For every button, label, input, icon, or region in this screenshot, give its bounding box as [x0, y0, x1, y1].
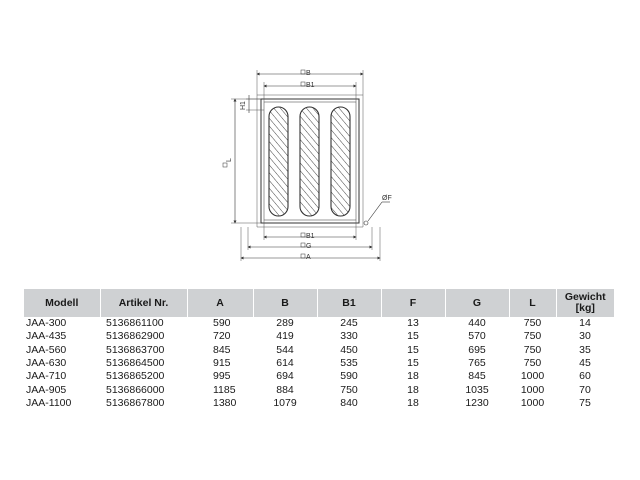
- cell-artikel-nr: 5136862900: [106, 330, 165, 343]
- header-b: B: [253, 289, 318, 317]
- label-b1-bottom: B1: [306, 233, 315, 240]
- label-a: A: [306, 254, 311, 261]
- cell-b: 419: [276, 330, 294, 343]
- dimension-b-top: B: [256, 69, 364, 95]
- table-row: JAA-905 5136866000 1185 884 750 18 1035 1000 70: [24, 383, 614, 396]
- grille-slots: [268, 106, 351, 217]
- dimension-a: A: [240, 227, 381, 261]
- header-l: L: [509, 289, 557, 317]
- cell-modell: JAA-630: [26, 357, 67, 370]
- cell-f: 15: [407, 330, 419, 343]
- cell-artikel-nr: 5136861100: [106, 317, 164, 330]
- table-row: JAA-300 5136861100 590 289 245 13 440 750 14: [24, 317, 614, 330]
- table-row: JAA-560 5136863700 845 544 450 15 695 750 35: [24, 344, 614, 357]
- cell-a: 915: [213, 357, 231, 370]
- cell-a: 1185: [213, 383, 236, 396]
- cell-b1: 840: [340, 396, 358, 409]
- cell-g: 765: [468, 357, 486, 370]
- cell-f: 18: [407, 370, 419, 383]
- header-a: A: [187, 289, 254, 317]
- cell-g: 440: [468, 317, 486, 330]
- cell-f: 18: [407, 383, 419, 396]
- label-b1-top: B1: [306, 82, 315, 89]
- header-f: F: [381, 289, 446, 317]
- cell-b: 289: [276, 317, 294, 330]
- dimension-h1: H1: [240, 95, 264, 113]
- table-header-row: Modell Artikel Nr. A B B1 F G L Gewicht …: [24, 289, 614, 317]
- header-modell: Modell: [24, 289, 101, 317]
- cell-g: 695: [468, 343, 486, 356]
- cell-g: 570: [468, 330, 486, 343]
- cell-b: 694: [276, 370, 294, 383]
- label-f: ØF: [382, 195, 392, 202]
- cell-gewicht: 70: [579, 383, 591, 396]
- cell-g: 1035: [465, 383, 489, 396]
- dimension-g: G: [247, 227, 373, 250]
- cell-a: 995: [213, 370, 231, 383]
- cell-gewicht: 30: [579, 330, 591, 343]
- dimension-l: L: [222, 98, 261, 224]
- label-g: G: [306, 243, 311, 250]
- cell-modell: JAA-435: [26, 330, 67, 343]
- cell-modell: JAA-1100: [26, 396, 72, 409]
- cell-l: 750: [523, 330, 542, 343]
- cell-g: 845: [468, 370, 486, 383]
- cell-artikel-nr: 5136865200: [106, 370, 165, 383]
- cell-f: 13: [407, 317, 419, 330]
- cell-f: 15: [407, 357, 419, 370]
- cell-artikel-nr: 5136863700: [106, 343, 165, 356]
- header-g: G: [445, 289, 510, 317]
- technical-drawing: B B1 H1 L ØF B1 G: [222, 69, 392, 261]
- table-row: JAA-435 5136862900 720 419 330 15 570 750 30: [24, 330, 614, 343]
- cell-b: 884: [276, 383, 294, 396]
- cell-l: 1000: [520, 383, 545, 396]
- cell-artikel-nr: 5136864500: [106, 357, 165, 370]
- header-b1: B1: [317, 289, 382, 317]
- cell-b1: 535: [340, 357, 358, 370]
- cell-gewicht: 14: [579, 317, 591, 330]
- dimension-b1-top: B1: [263, 81, 357, 102]
- dimension-f: ØF: [363, 195, 392, 226]
- cell-b1: 245: [340, 317, 358, 330]
- cell-artikel-nr: 5136867800: [106, 396, 165, 409]
- header-gewicht: Gewicht [kg]: [556, 289, 614, 317]
- table-row: JAA-630 5136864500 915 614 535 15 765 750 45: [24, 357, 614, 370]
- cell-f: 15: [407, 343, 419, 356]
- cell-g: 1230: [465, 396, 489, 409]
- cell-b1: 590: [340, 370, 358, 383]
- cell-modell: JAA-560: [26, 343, 67, 356]
- cell-modell: JAA-710: [26, 370, 67, 383]
- cell-f: 18: [407, 396, 419, 409]
- cell-b1: 330: [340, 330, 358, 343]
- cell-gewicht: 45: [579, 357, 591, 370]
- cell-a: 590: [213, 317, 231, 330]
- cell-l: 1000: [520, 370, 545, 383]
- cell-a: 1380: [213, 396, 237, 409]
- label-h1: H1: [240, 101, 247, 110]
- cell-modell: JAA-300: [26, 317, 67, 330]
- cell-gewicht: 35: [579, 343, 591, 356]
- cell-l: 750: [523, 357, 542, 370]
- cell-b: 544: [276, 343, 294, 356]
- cell-b1: 750: [340, 383, 358, 396]
- table-row: JAA-1100 5136867800 1380 1079 840 18 1230 1000 7…: [24, 397, 614, 410]
- label-l: L: [226, 158, 233, 162]
- table-row: JAA-710 5136865200 995 694 590 18 845 1000 60: [24, 370, 614, 383]
- dimension-b1-bottom: B1: [263, 220, 357, 240]
- header-artikel-nr: Artikel Nr.: [100, 289, 188, 317]
- cell-gewicht: 75: [579, 396, 591, 409]
- cell-gewicht: 60: [579, 370, 591, 383]
- cell-l: 1000: [520, 396, 545, 409]
- cell-a: 720: [213, 330, 231, 343]
- cell-b: 614: [276, 357, 294, 370]
- cell-a: 845: [213, 343, 231, 356]
- cell-modell: JAA-905: [26, 383, 67, 396]
- cell-artikel-nr: 5136866000: [106, 383, 165, 396]
- cell-b: 1079: [273, 396, 297, 409]
- specification-table: Modell Artikel Nr. A B B1 F G L Gewicht …: [24, 289, 614, 410]
- cell-l: 750: [523, 317, 542, 330]
- label-b-top: B: [306, 70, 311, 77]
- cell-b1: 450: [340, 343, 358, 356]
- cell-l: 750: [523, 343, 542, 356]
